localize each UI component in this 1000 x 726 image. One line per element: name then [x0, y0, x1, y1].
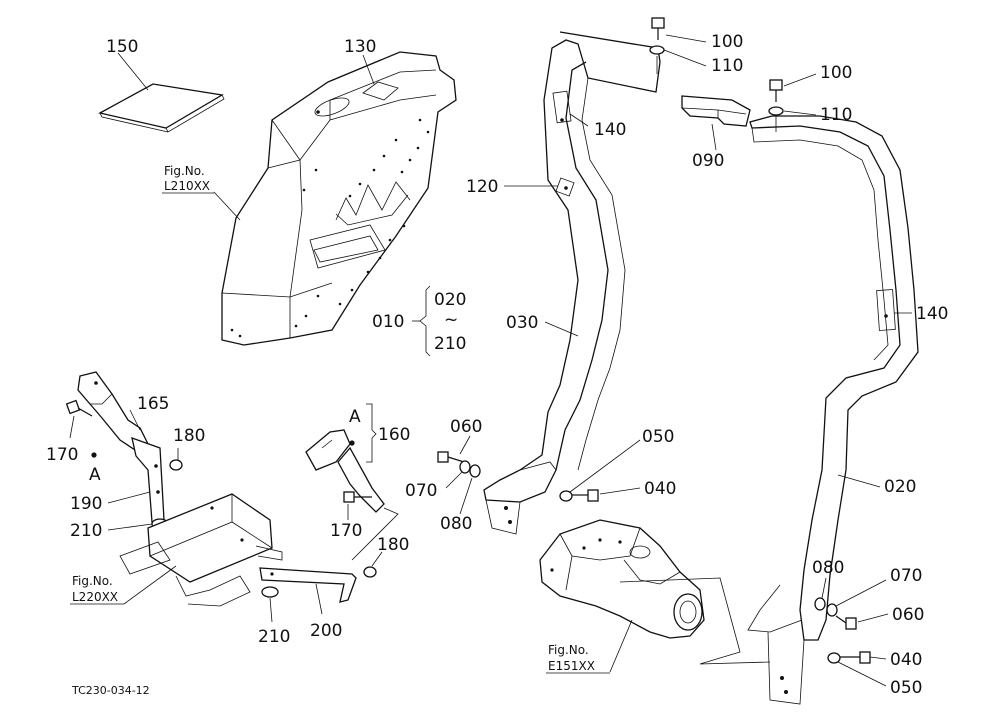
label-080-right: 080 — [812, 558, 844, 578]
label-010: 010 — [372, 312, 404, 332]
label-210-left: 210 — [70, 521, 102, 541]
label-100-left: 100 — [711, 32, 743, 52]
part-seat-frame — [119, 493, 283, 607]
diagram-code: TC230-034-12 — [71, 684, 150, 697]
part-150-manual — [98, 83, 225, 133]
ref-fig-title-2: Fig.No. — [72, 574, 113, 588]
part-070-washer-left — [459, 460, 471, 474]
label-140-top: 140 — [594, 120, 626, 140]
ref-fig-title-3: Fig.No. — [548, 643, 589, 657]
part-080-nut-left — [469, 464, 481, 478]
part-170-bolt-a — [65, 399, 93, 417]
part-100-bolt-left — [651, 17, 665, 40]
label-a-left: A — [89, 465, 101, 485]
label-060-right: 060 — [892, 605, 924, 625]
part-210-nut-b — [261, 586, 279, 598]
label-190: 190 — [70, 494, 102, 514]
part-130-fender-panel — [221, 51, 457, 346]
label-080-left: 080 — [440, 514, 472, 534]
label-210-set: 210 — [434, 334, 466, 354]
label-130: 130 — [344, 37, 376, 57]
part-020-rops-right — [747, 115, 919, 705]
ref-fig-code-1: L210XX — [164, 179, 210, 193]
label-020-right: 020 — [884, 477, 916, 497]
marker-a-right — [349, 440, 355, 446]
label-040-right: 040 — [890, 650, 922, 670]
part-110-washer-right — [768, 106, 784, 116]
part-060-bolt-left — [437, 451, 465, 463]
label-180-left: 180 — [173, 426, 205, 446]
part-170-bolt-b — [343, 491, 372, 503]
part-050-washer-right — [827, 652, 841, 664]
part-060-bolt-right — [835, 615, 857, 630]
part-040-bolt-right — [840, 651, 871, 664]
part-100-bolt-right — [769, 79, 783, 102]
part-050-washer-left — [559, 490, 573, 502]
marker-a-left — [91, 452, 97, 458]
part-axle-housing — [539, 519, 705, 639]
part-190-plate — [131, 436, 165, 523]
label-200: 200 — [310, 621, 342, 641]
label-090: 090 — [692, 151, 724, 171]
label-050-right: 050 — [890, 678, 922, 698]
label-170-right: 170 — [330, 521, 362, 541]
label-170-left: 170 — [46, 445, 78, 465]
label-100-right: 100 — [820, 63, 852, 83]
label-050-left: 050 — [642, 427, 674, 447]
part-180-nut-b — [363, 566, 377, 578]
part-090-spacer — [681, 95, 751, 127]
part-070-washer-right — [826, 603, 838, 617]
ref-fig-code-3: E151XX — [548, 659, 595, 673]
label-150: 150 — [106, 37, 138, 57]
label-140-right: 140 — [916, 304, 948, 324]
label-060-left: 060 — [450, 417, 482, 437]
ref-fig-code-2: L220XX — [72, 590, 118, 604]
label-210-bottom: 210 — [258, 627, 290, 647]
part-180-nut-a — [169, 459, 183, 471]
label-040-left: 040 — [644, 479, 676, 499]
label-110-right: 110 — [820, 105, 852, 125]
label-a-right: A — [349, 407, 361, 427]
label-070-right: 070 — [890, 566, 922, 586]
bracket-010 — [412, 285, 431, 357]
label-180-right: 180 — [377, 535, 409, 555]
label-120: 120 — [466, 177, 498, 197]
part-080-nut-right — [814, 597, 826, 611]
ref-fig-title-1: Fig.No. — [164, 164, 205, 178]
label-070-left: 070 — [405, 481, 437, 501]
label-165: 165 — [137, 394, 169, 414]
label-tilde: ~ — [444, 310, 458, 330]
part-200-bar — [259, 567, 357, 603]
part-110-washer-left — [649, 45, 665, 55]
label-030: 030 — [506, 313, 538, 333]
part-160-seat-belt — [305, 429, 385, 513]
part-040-bolt-left — [572, 489, 599, 502]
label-110-left: 110 — [711, 56, 743, 76]
label-020-set: 020 — [434, 290, 466, 310]
label-160: 160 — [378, 425, 410, 445]
part-030-rops-left — [483, 31, 661, 535]
